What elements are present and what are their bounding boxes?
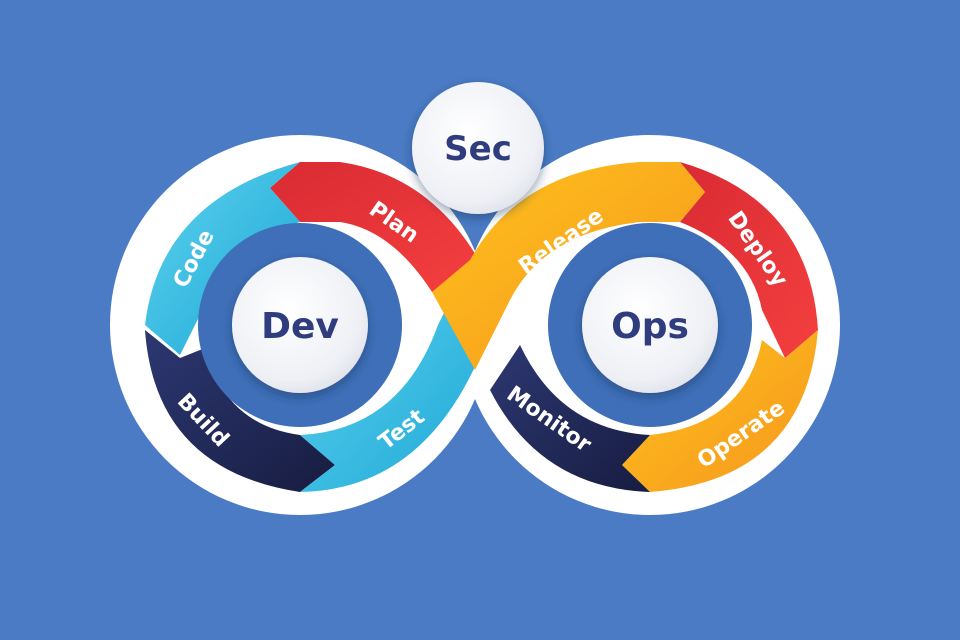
stage-build-segment[interactable] bbox=[145, 330, 335, 492]
sec-hub[interactable] bbox=[412, 82, 544, 214]
stage-operate-segment[interactable] bbox=[622, 330, 818, 492]
sec-hub-label: Sec bbox=[444, 129, 512, 169]
stage-release-segment[interactable] bbox=[432, 162, 705, 370]
ops-hub-label: Ops bbox=[611, 306, 689, 347]
stage-monitor-segment[interactable] bbox=[490, 345, 650, 492]
dev-hub-label: Dev bbox=[261, 306, 339, 347]
dev-hub[interactable] bbox=[232, 257, 368, 393]
stage-deploy-segment[interactable] bbox=[680, 162, 818, 358]
stage-plan-segment[interactable] bbox=[270, 162, 480, 292]
ops-hub[interactable] bbox=[582, 257, 718, 393]
stage-code-segment[interactable] bbox=[145, 162, 300, 355]
